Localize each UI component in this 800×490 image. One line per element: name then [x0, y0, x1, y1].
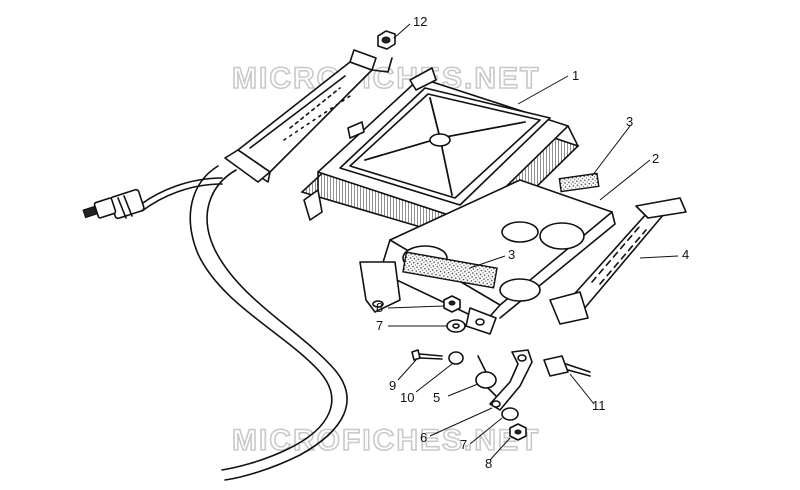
callout-8-lower: 8 — [485, 456, 492, 471]
foam-pad-lower — [402, 251, 498, 289]
watermark-top: MICROFICHES.NET — [232, 62, 540, 95]
nut-icon — [377, 30, 396, 50]
nut-8-upper — [443, 295, 461, 313]
callout-6: 6 — [420, 430, 427, 445]
nut-8-lower — [509, 423, 527, 441]
spacer-icon — [543, 355, 591, 377]
bolt-icon — [411, 349, 443, 361]
callout-12: 12 — [413, 14, 427, 29]
foam-pad-upper — [558, 172, 600, 193]
watermark-bottom: MICROFICHES.NET — [232, 424, 540, 457]
leader-lines — [387, 23, 679, 461]
callout-7-lower: 7 — [460, 437, 467, 452]
bracket-icon — [489, 349, 533, 411]
plug-icon — [82, 188, 145, 220]
callout-10: 10 — [400, 390, 414, 405]
callout-11: 11 — [592, 398, 606, 413]
mounting-plate-icon — [359, 179, 616, 335]
washer-7-lower — [501, 407, 519, 421]
callout-7-upper: 7 — [376, 318, 383, 333]
washer-10 — [448, 351, 464, 365]
callout-3-upper: 3 — [626, 114, 633, 129]
damper-icon — [475, 355, 497, 397]
callout-5: 5 — [433, 390, 440, 405]
rubber-strap-icon — [549, 197, 687, 325]
callout-1: 1 — [572, 68, 579, 83]
callout-9: 9 — [389, 378, 396, 393]
callout-4: 4 — [682, 247, 689, 262]
washer-7-upper — [446, 319, 466, 333]
wiring-harness — [139, 165, 348, 481]
wiring-connector-icon — [224, 49, 393, 183]
callout-3-lower: 3 — [508, 247, 515, 262]
callout-2: 2 — [652, 151, 659, 166]
callout-8-upper: 8 — [376, 300, 383, 315]
